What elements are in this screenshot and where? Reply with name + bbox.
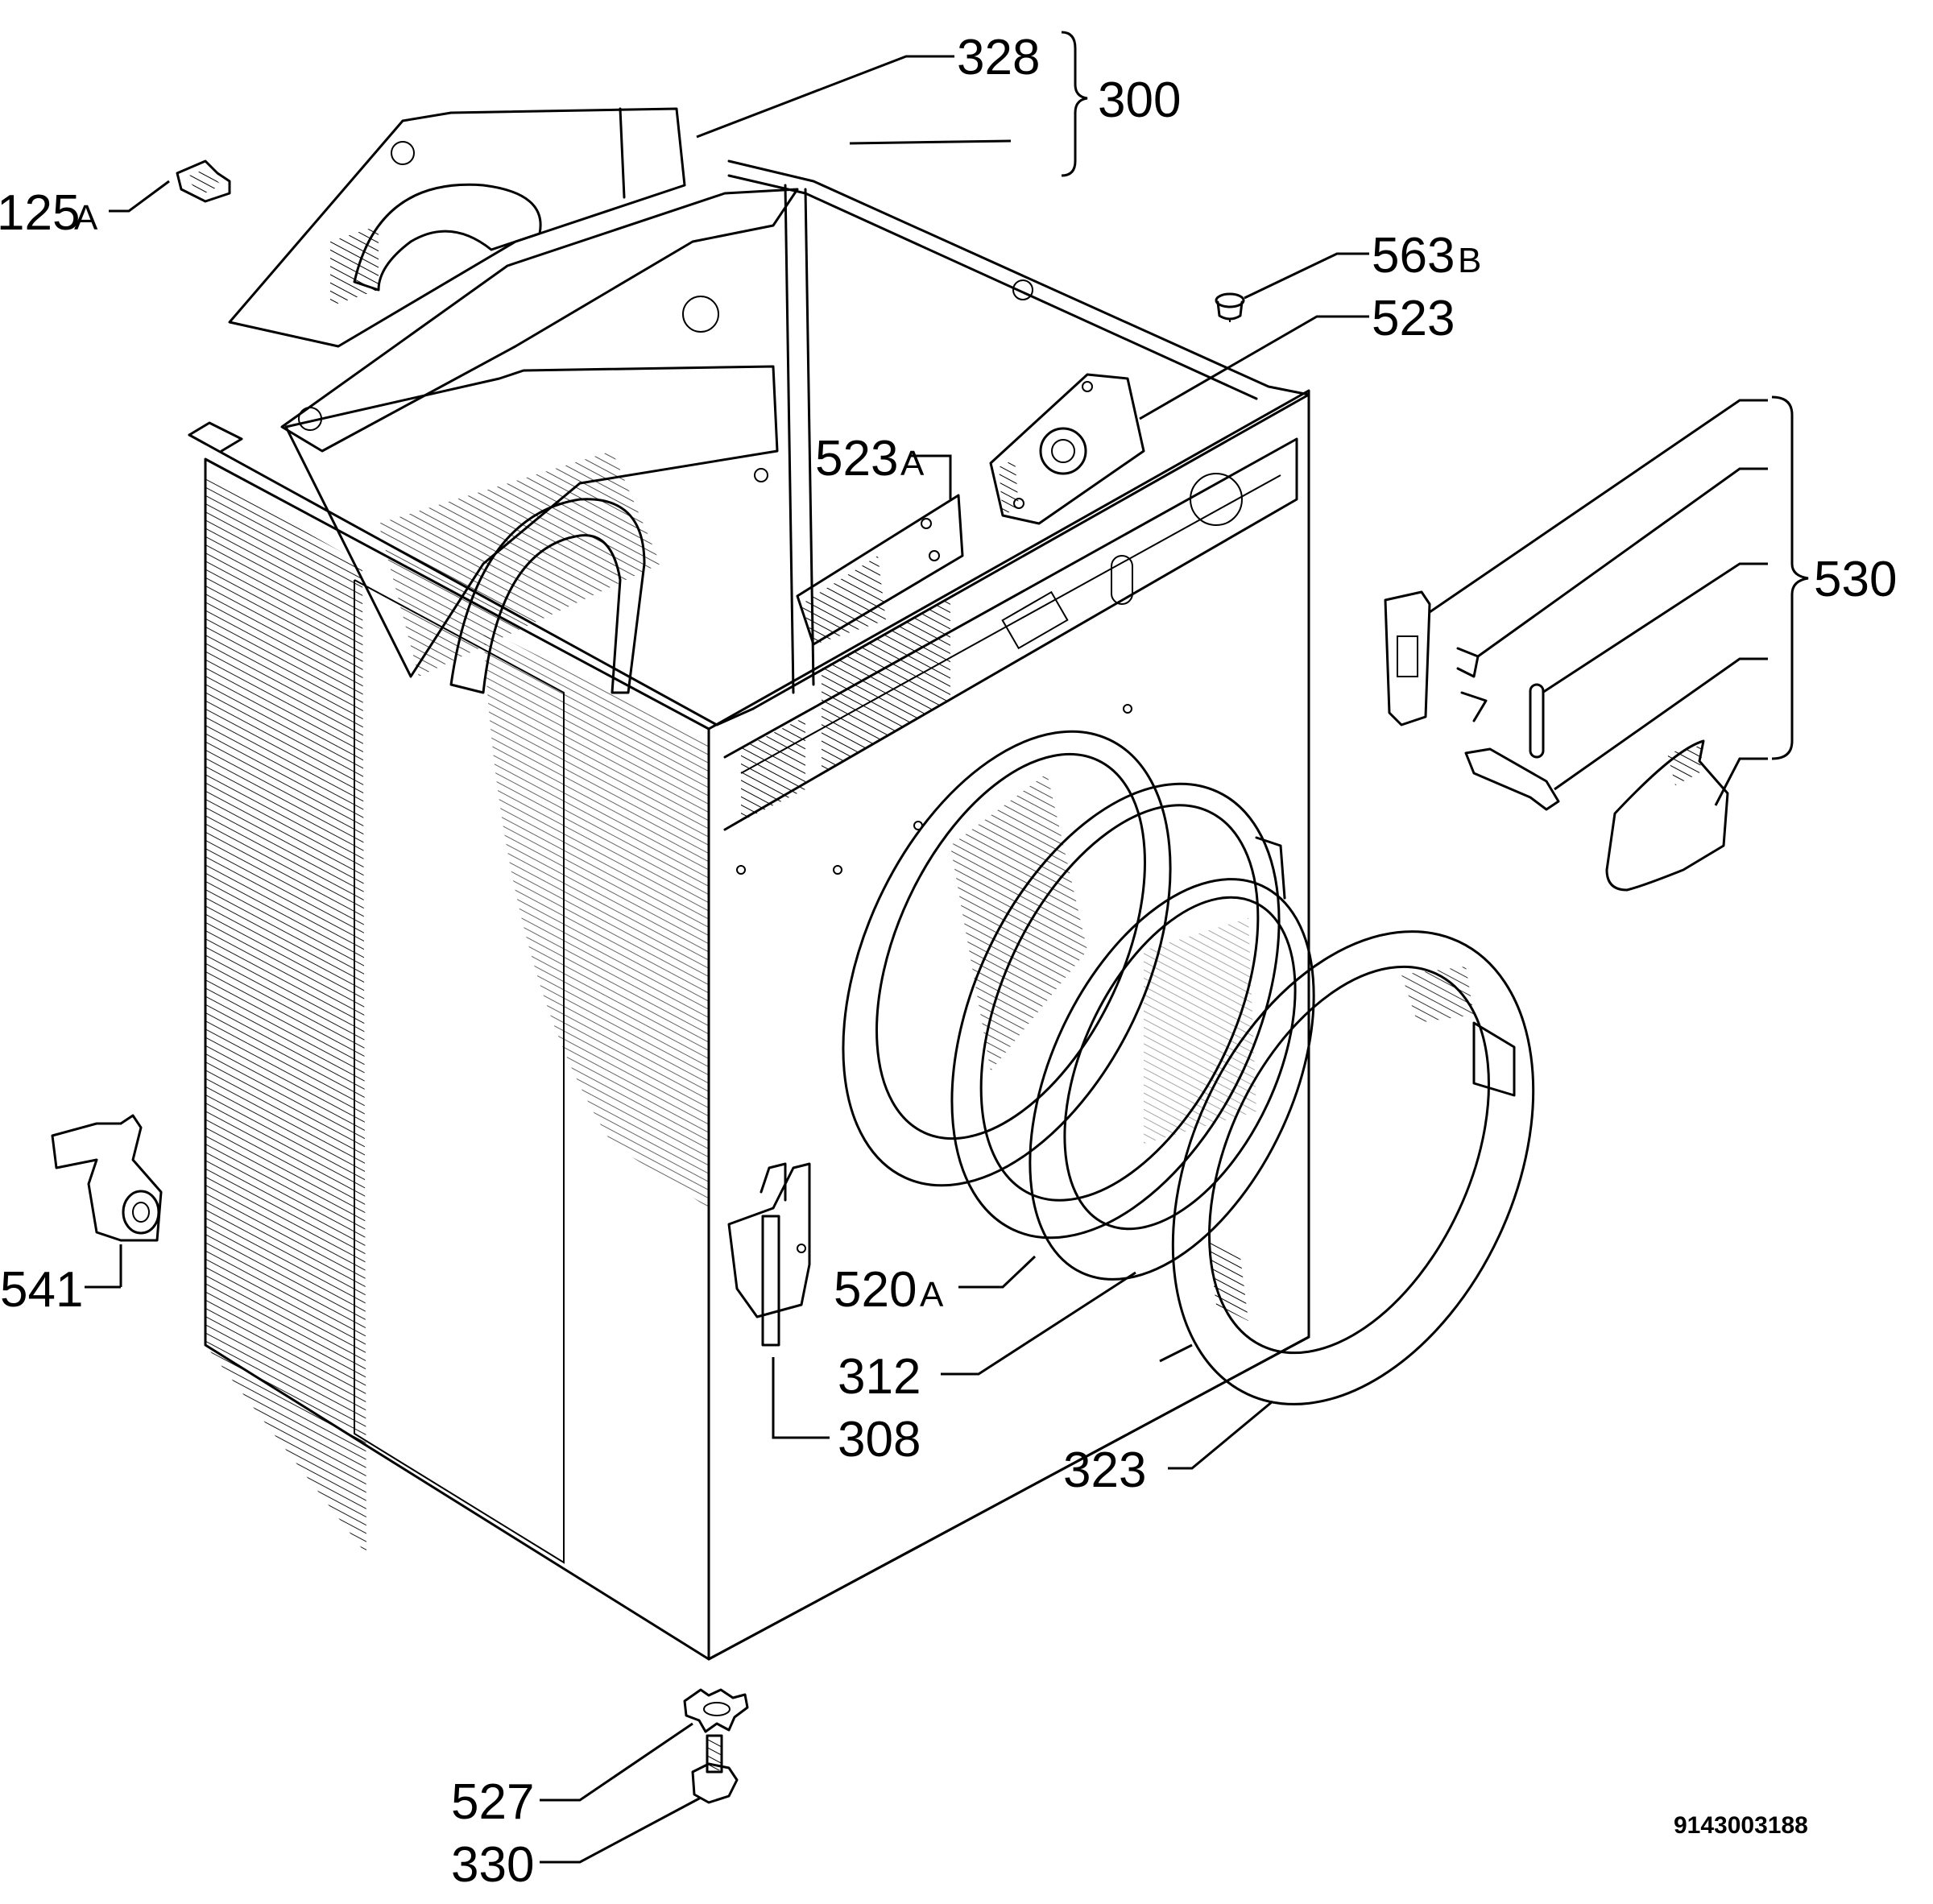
- label-563b-suffix: B: [1458, 241, 1481, 280]
- label-523a-suffix: A: [900, 444, 925, 483]
- leader-lines: [85, 31, 1809, 1864]
- door-front-ring-323: [1171, 930, 1535, 1405]
- label-541: 541: [0, 1262, 83, 1318]
- label-323: 323: [1063, 1442, 1146, 1498]
- part-330-foot: [691, 1734, 739, 1804]
- label-330: 330: [451, 1837, 534, 1893]
- part-530-latch-group: [1384, 590, 1729, 892]
- label-125a: 125: [0, 185, 80, 241]
- part-125a-clip: [176, 159, 231, 203]
- label-125a-suffix: A: [74, 198, 98, 238]
- label-523: 523: [1372, 291, 1455, 346]
- door-seal-312: [950, 782, 1286, 1240]
- label-563b: 563: [1372, 228, 1455, 284]
- part-541-clamp: [51, 1114, 163, 1242]
- counterweight-frame: [228, 107, 1033, 694]
- label-520a-suffix: A: [920, 1275, 944, 1314]
- label-523a: 523: [815, 431, 898, 486]
- label-308: 308: [838, 1412, 921, 1467]
- label-527: 527: [451, 1774, 534, 1830]
- part-523a-switch: [796, 494, 964, 646]
- door-glass-312: [1029, 878, 1315, 1281]
- part-563b-plug: [1215, 292, 1245, 322]
- label-520a: 520: [834, 1262, 917, 1318]
- door-outer-frame-520a: [842, 730, 1172, 1187]
- label-300: 300: [1098, 72, 1181, 128]
- part-523-bracket: [989, 373, 1145, 525]
- cabinet-body: [188, 159, 1310, 1661]
- label-312: 312: [838, 1349, 921, 1405]
- part-308-hinge: [727, 1162, 811, 1347]
- reference-number: 9143003188: [1674, 1812, 1808, 1839]
- part-labels: 328 300 125 A 563 B 523 523 A 530 541 52…: [0, 30, 1897, 1893]
- label-530: 530: [1814, 552, 1897, 607]
- label-328: 328: [957, 30, 1040, 85]
- part-527-nut: [683, 1688, 749, 1733]
